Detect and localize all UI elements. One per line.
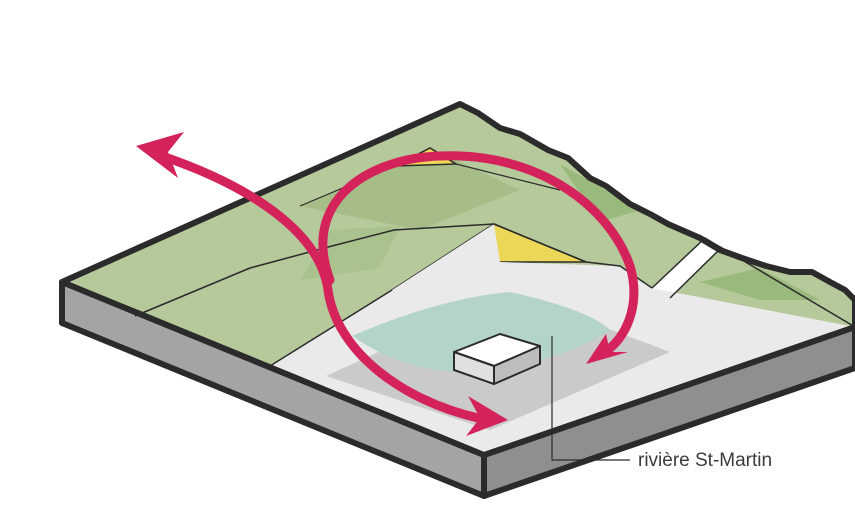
callout-leader bbox=[551, 336, 630, 461]
slope-shading-3 bbox=[700, 268, 820, 300]
arrowhead-loop bbox=[586, 334, 628, 364]
double-headed-arrow-icon bbox=[136, 132, 508, 436]
building-block-icon bbox=[453, 333, 541, 385]
terrain-line-1 bbox=[134, 223, 495, 317]
path-strip bbox=[652, 238, 722, 298]
slope-shading-1 bbox=[300, 148, 520, 230]
arrowhead-lower-right bbox=[466, 396, 508, 436]
loop-arrow-icon bbox=[318, 151, 639, 364]
slope-shading-2 bbox=[560, 164, 640, 222]
arrowhead-upper-left bbox=[136, 132, 184, 178]
terrain-outline bbox=[59, 101, 855, 458]
terrain-line-2 bbox=[269, 289, 393, 367]
water-zone bbox=[352, 292, 610, 373]
terrain-line-5 bbox=[669, 246, 723, 299]
callout: rivière St-Martin bbox=[551, 336, 772, 471]
callout-label: rivière St-Martin bbox=[638, 450, 772, 471]
